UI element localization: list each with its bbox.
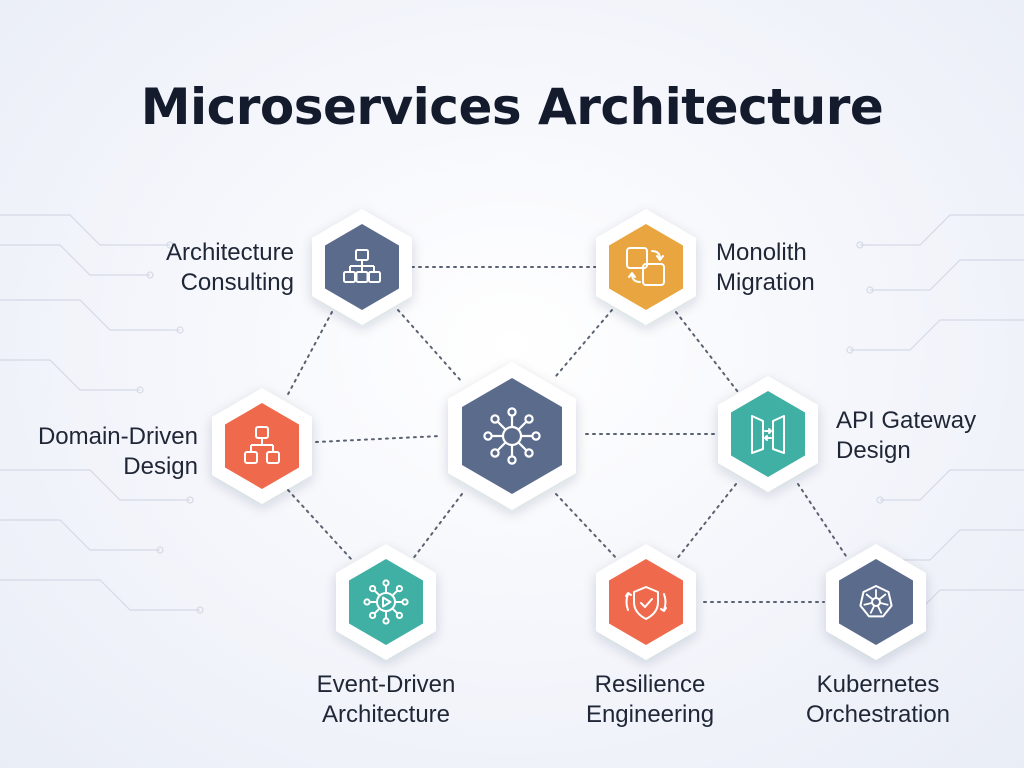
label-api-gateway-design: API Gateway Design xyxy=(836,407,977,464)
hexagon-kubernetes-orchestration xyxy=(839,559,913,645)
connector-lines xyxy=(285,266,847,603)
label-resilience-engineering: Resilience Engineering xyxy=(585,671,715,728)
edge-consulting-center xyxy=(397,309,463,383)
hexagon-resilience-engineering xyxy=(609,559,683,645)
node-monolith-migration[interactable] xyxy=(596,209,696,325)
node-kubernetes-orchestration[interactable] xyxy=(826,544,926,660)
kubernetes-helm-icon xyxy=(859,585,893,618)
node-event-driven-architecture[interactable] xyxy=(336,544,436,660)
shield-check-icon xyxy=(625,586,667,620)
hierarchy-icon xyxy=(244,426,280,464)
edge-migration-gateway xyxy=(675,311,739,393)
node-center-hub[interactable] xyxy=(448,362,576,510)
edge-gateway-resilience xyxy=(675,483,737,561)
edge-gateway-kubernetes xyxy=(797,483,847,557)
page-title: Microservices Architecture xyxy=(140,78,884,136)
edge-domain-center xyxy=(315,435,441,443)
label-monolith-migration: Monolith Migration xyxy=(716,239,815,296)
event-play-icon xyxy=(363,579,409,625)
edge-consulting-domain xyxy=(285,311,333,399)
gateway-icon xyxy=(751,415,785,454)
org-chart-icon xyxy=(343,249,381,283)
node-architecture-consulting[interactable] xyxy=(312,209,412,325)
label-kubernetes-orchestration: Kubernetes Orchestration xyxy=(805,671,951,728)
edge-center-event xyxy=(411,493,463,561)
node-resilience-engineering[interactable] xyxy=(596,544,696,660)
node-domain-driven-design[interactable] xyxy=(212,388,312,504)
hexagon-event-driven-architecture xyxy=(349,559,423,645)
edge-migration-center xyxy=(555,309,613,377)
edge-center-resilience xyxy=(555,493,619,561)
label-architecture-consulting: Architecture Consulting xyxy=(165,239,294,296)
label-event-driven-architecture: Event-Driven Architecture xyxy=(316,671,456,728)
hexagon-api-gateway-design xyxy=(731,391,805,477)
network-hub-icon xyxy=(483,407,541,465)
label-domain-driven-design: Domain-Driven Design xyxy=(37,423,198,480)
edge-domain-event xyxy=(287,489,353,561)
node-api-gateway-design[interactable] xyxy=(718,376,818,492)
migrate-squares-icon xyxy=(626,247,665,286)
hexagon-center-hub xyxy=(462,378,562,494)
